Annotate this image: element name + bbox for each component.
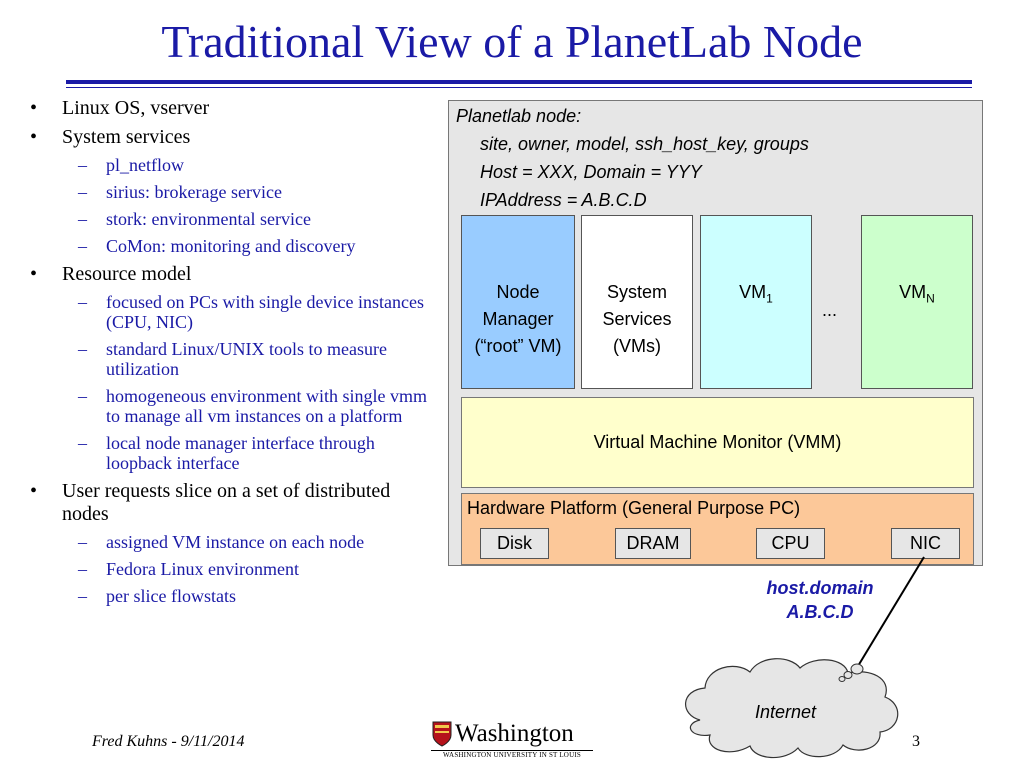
bullet-text: System services bbox=[62, 126, 191, 148]
bullet-list: •Linux OS, vserver•System services–pl_ne… bbox=[30, 97, 440, 613]
cloud-bubble-large bbox=[850, 663, 864, 675]
bullet-text: stork: environmental service bbox=[106, 209, 311, 229]
bullet-marker: • bbox=[30, 480, 38, 502]
disk-box: Disk bbox=[480, 528, 549, 559]
bullet-text: standard Linux/UNIX tools to measure uti… bbox=[106, 339, 387, 379]
sub-bullet-marker: – bbox=[78, 236, 87, 256]
vmn-box: VMN bbox=[861, 215, 973, 389]
slide-title: Traditional View of a PlanetLab Node bbox=[161, 16, 863, 67]
bullet-item: • System services bbox=[30, 126, 440, 149]
system-services-line1: System bbox=[606, 282, 667, 302]
host-domain: host.domain bbox=[766, 578, 874, 598]
sub-bullet-marker: – bbox=[78, 433, 87, 453]
sub-bullet-item: –per slice flowstats bbox=[30, 586, 440, 606]
node-attr-host: Host = XXX, Domain = YYY bbox=[480, 162, 702, 182]
bullet-text: CoMon: monitoring and discovery bbox=[106, 236, 356, 256]
sub-bullet-item: –Fedora Linux environment bbox=[30, 559, 440, 579]
vmn-subscript: N bbox=[926, 291, 935, 306]
sub-bullet-item: –assigned VM instance on each node bbox=[30, 532, 440, 552]
bullet-text: Fedora Linux environment bbox=[106, 559, 299, 579]
bullet-text: assigned VM instance on each node bbox=[106, 532, 365, 552]
bullet-marker: • bbox=[30, 97, 38, 119]
footer-author: Fred Kuhns - 9/11/2014 bbox=[92, 733, 245, 750]
sub-bullet-marker: – bbox=[78, 209, 87, 229]
node-manager-line2: Manager bbox=[482, 309, 554, 329]
logo-subtext: WASHINGTON UNIVERSITY IN ST LOUIS bbox=[431, 750, 593, 760]
node-header: Planetlab node: bbox=[456, 106, 582, 126]
internet-label: Internet bbox=[755, 702, 817, 722]
cloud-bubble-small bbox=[838, 676, 846, 682]
university-crest-icon bbox=[432, 721, 452, 747]
bullet-text: Resource model bbox=[62, 263, 192, 285]
host-label: host.domain A.B.C.D bbox=[700, 576, 940, 624]
node-attr-ip: IPAddress = A.B.C.D bbox=[480, 190, 647, 210]
sub-bullet-item: –stork: environmental service bbox=[30, 209, 440, 229]
bullet-text: per slice flowstats bbox=[106, 586, 236, 606]
title-rule-thin bbox=[66, 87, 972, 88]
host-ip: A.B.C.D bbox=[786, 602, 854, 622]
bullet-item: • User requests slice on a set of distrib… bbox=[30, 480, 440, 526]
vmn-label: VM bbox=[899, 282, 927, 302]
sub-bullet-item: –CoMon: monitoring and discovery bbox=[30, 236, 440, 256]
bullet-text: pl_netflow bbox=[106, 155, 184, 175]
nic-connector-line bbox=[854, 556, 925, 672]
sub-bullet-marker: – bbox=[78, 386, 87, 406]
title-rule bbox=[66, 80, 972, 84]
bullet-marker: • bbox=[30, 126, 38, 148]
node-manager-line1: Node bbox=[496, 282, 540, 302]
internet-cloud bbox=[685, 658, 899, 759]
bullet-text: local node manager interface through loo… bbox=[106, 433, 375, 473]
sub-bullet-marker: – bbox=[78, 586, 87, 606]
node-manager-box: Node Manager (“root” VM) bbox=[461, 215, 575, 389]
page-number: 3 bbox=[912, 733, 920, 750]
sub-bullet-item: –local node manager interface through lo… bbox=[30, 433, 440, 473]
bullet-text: sirius: brokerage service bbox=[106, 182, 282, 202]
vm1-subscript: 1 bbox=[766, 291, 773, 306]
sub-bullet-marker: – bbox=[78, 182, 87, 202]
cpu-box: CPU bbox=[756, 528, 825, 559]
sub-bullet-marker: – bbox=[78, 339, 87, 359]
sub-bullet-item: –homogeneous environment with single vmm… bbox=[30, 386, 440, 426]
vm1-label: VM bbox=[739, 282, 767, 302]
sub-bullet-item: –focused on PCs with single device insta… bbox=[30, 292, 440, 332]
sub-bullet-marker: – bbox=[78, 155, 87, 175]
cloud-bubble-medium bbox=[843, 671, 853, 679]
bullet-text: homogeneous environment with single vmm … bbox=[106, 386, 427, 426]
bullet-text: Linux OS, vserver bbox=[62, 97, 210, 119]
dram-box: DRAM bbox=[615, 528, 691, 559]
sub-bullet-item: –standard Linux/UNIX tools to measure ut… bbox=[30, 339, 440, 379]
system-services-line2: Services bbox=[602, 309, 672, 329]
nic-box: NIC bbox=[891, 528, 960, 559]
bullet-text: User requests slice on a set of distribu… bbox=[62, 480, 391, 525]
vm1-box: VM1 bbox=[700, 215, 812, 389]
system-services-line3: (VMs) bbox=[613, 336, 661, 356]
node-manager-line3: (“root” VM) bbox=[474, 336, 562, 356]
system-services-box: System Services (VMs) bbox=[581, 215, 693, 389]
bullet-marker: • bbox=[30, 263, 38, 285]
sub-bullet-item: –pl_netflow bbox=[30, 155, 440, 175]
hardware-platform-title: Hardware Platform (General Purpose PC) bbox=[467, 498, 801, 518]
sub-bullet-marker: – bbox=[78, 292, 87, 312]
vmm-box: Virtual Machine Monitor (VMM) bbox=[461, 397, 974, 488]
logo-wordmark: Washington bbox=[455, 720, 574, 747]
bullet-text: focused on PCs with single device instan… bbox=[106, 292, 424, 332]
sub-bullet-marker: – bbox=[78, 559, 87, 579]
bullet-item: • Linux OS, vserver bbox=[30, 97, 440, 120]
vm-ellipsis: ... bbox=[822, 300, 838, 320]
sub-bullet-item: –sirius: brokerage service bbox=[30, 182, 440, 202]
bullet-item: • Resource model bbox=[30, 263, 440, 286]
node-attr-site: site, owner, model, ssh_host_key, groups bbox=[480, 134, 809, 154]
sub-bullet-marker: – bbox=[78, 532, 87, 552]
